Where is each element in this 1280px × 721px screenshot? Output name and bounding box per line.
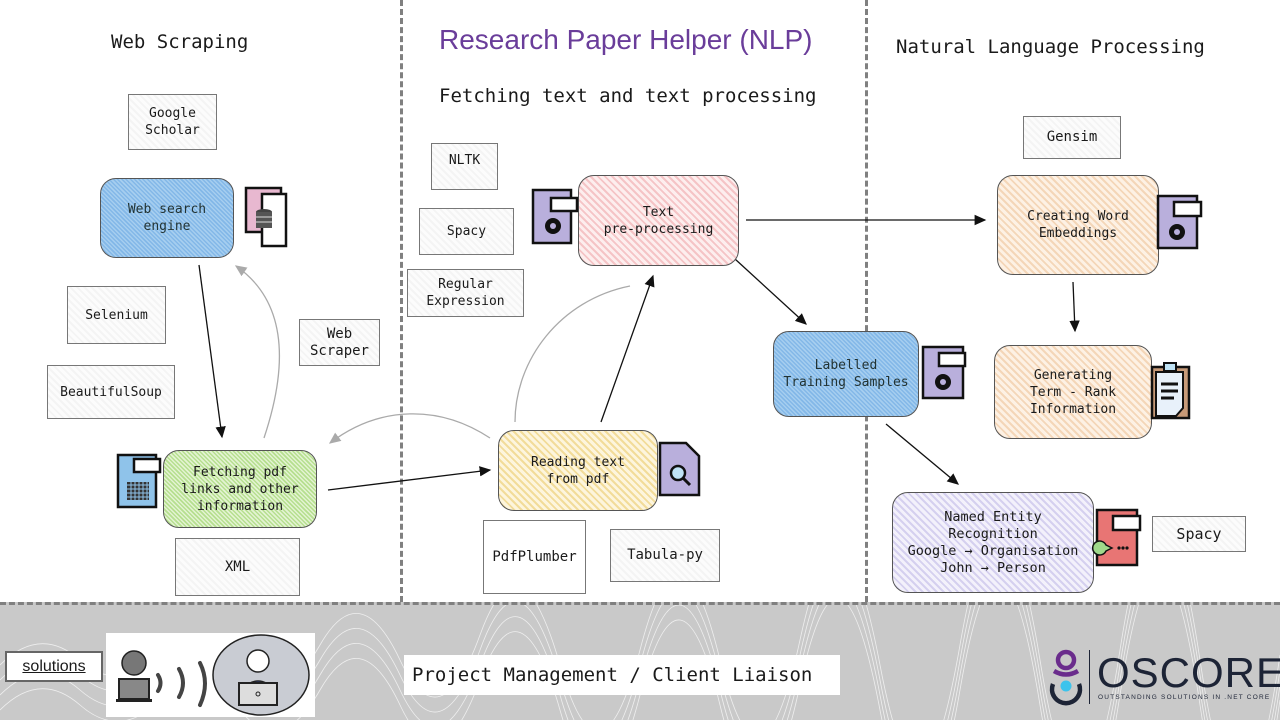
arrow-embeddings-to-termrank bbox=[1069, 281, 1080, 333]
tool-beautifulsoup: BeautifulSoup bbox=[47, 365, 175, 419]
tool-label: Regular Expression bbox=[426, 277, 505, 309]
oscore-logo-tagline: OUTSTANDING SOLUTIONS IN .NET CORE bbox=[1098, 694, 1271, 701]
tool-tabula-py: Tabula-py bbox=[610, 529, 720, 582]
node-reading-text-from-pdf[interactable]: Reading text from pdf bbox=[498, 430, 658, 511]
node-term-rank-information[interactable]: Generating Term - Rank Information bbox=[994, 345, 1152, 439]
page-title: Research Paper Helper (NLP) bbox=[439, 24, 813, 55]
arrow-labelled-to-ner bbox=[885, 423, 959, 485]
tool-label: PdfPlumber bbox=[492, 548, 577, 565]
arrow-read-to-preprocess bbox=[600, 274, 655, 423]
tool-label: Web Scraper bbox=[309, 325, 369, 359]
node-web-search-engine[interactable]: Web search engine bbox=[100, 178, 234, 258]
section-divider-left bbox=[400, 0, 403, 602]
tool-label: Selenium bbox=[85, 307, 148, 323]
oscore-logo: OSCORE OUTSTANDING SOLUTIONS IN .NET COR… bbox=[1046, 648, 1280, 706]
oscore-logo-mark bbox=[1049, 649, 1083, 706]
tool-spacy-right: Spacy bbox=[1152, 516, 1246, 552]
signal-waves-icon bbox=[156, 661, 207, 707]
node-named-entity-recognition[interactable]: Named Entity Recognition Google → Organi… bbox=[892, 492, 1094, 593]
node-text-preprocessing[interactable]: Text pre-processing bbox=[578, 175, 739, 266]
tool-label: NLTK bbox=[448, 153, 481, 168]
tool-label: Gensim bbox=[1046, 129, 1098, 145]
arrow-read-to-preprocess-gray bbox=[514, 285, 631, 423]
oscore-logo-divider bbox=[1089, 650, 1090, 704]
tool-label: Spacy bbox=[446, 224, 487, 239]
arrow-fetch-to-read bbox=[327, 466, 492, 491]
oscore-logo-name: OSCORE bbox=[1097, 649, 1280, 696]
tool-label: XML bbox=[224, 558, 251, 575]
tool-label: Tabula-py bbox=[627, 547, 703, 563]
arrow-fetch-to-search bbox=[234, 265, 281, 439]
tool-label: Spacy bbox=[1176, 524, 1222, 543]
tool-label: Google Scholar bbox=[145, 106, 200, 138]
solutions-link[interactable]: solutions bbox=[5, 651, 103, 682]
arrow-read-to-fetch bbox=[328, 413, 491, 444]
node-labelled-training-samples[interactable]: Labelled Training Samples bbox=[773, 331, 919, 417]
support-agent-icon bbox=[212, 634, 310, 716]
tool-nltk: NLTK bbox=[431, 143, 498, 190]
client-communication-illustration bbox=[106, 633, 315, 717]
person-laptop-icon bbox=[116, 650, 152, 702]
section-divider-right bbox=[865, 0, 868, 602]
tool-regular-expression: Regular Expression bbox=[407, 269, 524, 317]
tool-label: BeautifulSoup bbox=[60, 384, 162, 400]
page-subtitle: Fetching text and text processing bbox=[439, 85, 817, 107]
tool-google-scholar: Google Scholar bbox=[128, 94, 217, 150]
node-creating-word-embeddings[interactable]: Creating Word Embeddings bbox=[997, 175, 1159, 275]
tool-selenium: Selenium bbox=[67, 286, 166, 344]
project-management-label: Project Management / Client Liaison bbox=[404, 655, 840, 695]
node-fetching-pdf-links[interactable]: Fetching pdf links and other information bbox=[163, 450, 317, 528]
arrow-search-to-fetch bbox=[198, 264, 226, 439]
arrow-preprocess-to-labelled bbox=[734, 258, 807, 325]
tool-gensim: Gensim bbox=[1023, 116, 1121, 159]
tool-pdfplumber: PdfPlumber bbox=[483, 520, 586, 594]
connector-layer bbox=[198, 214, 1080, 491]
tool-web-scraper: Web Scraper bbox=[299, 319, 380, 366]
tool-spacy-mid: Spacy bbox=[419, 208, 514, 255]
tool-xml: XML bbox=[175, 538, 300, 596]
section-title-nlp: Natural Language Processing bbox=[896, 36, 1205, 58]
section-title-web-scraping: Web Scraping bbox=[111, 31, 249, 53]
